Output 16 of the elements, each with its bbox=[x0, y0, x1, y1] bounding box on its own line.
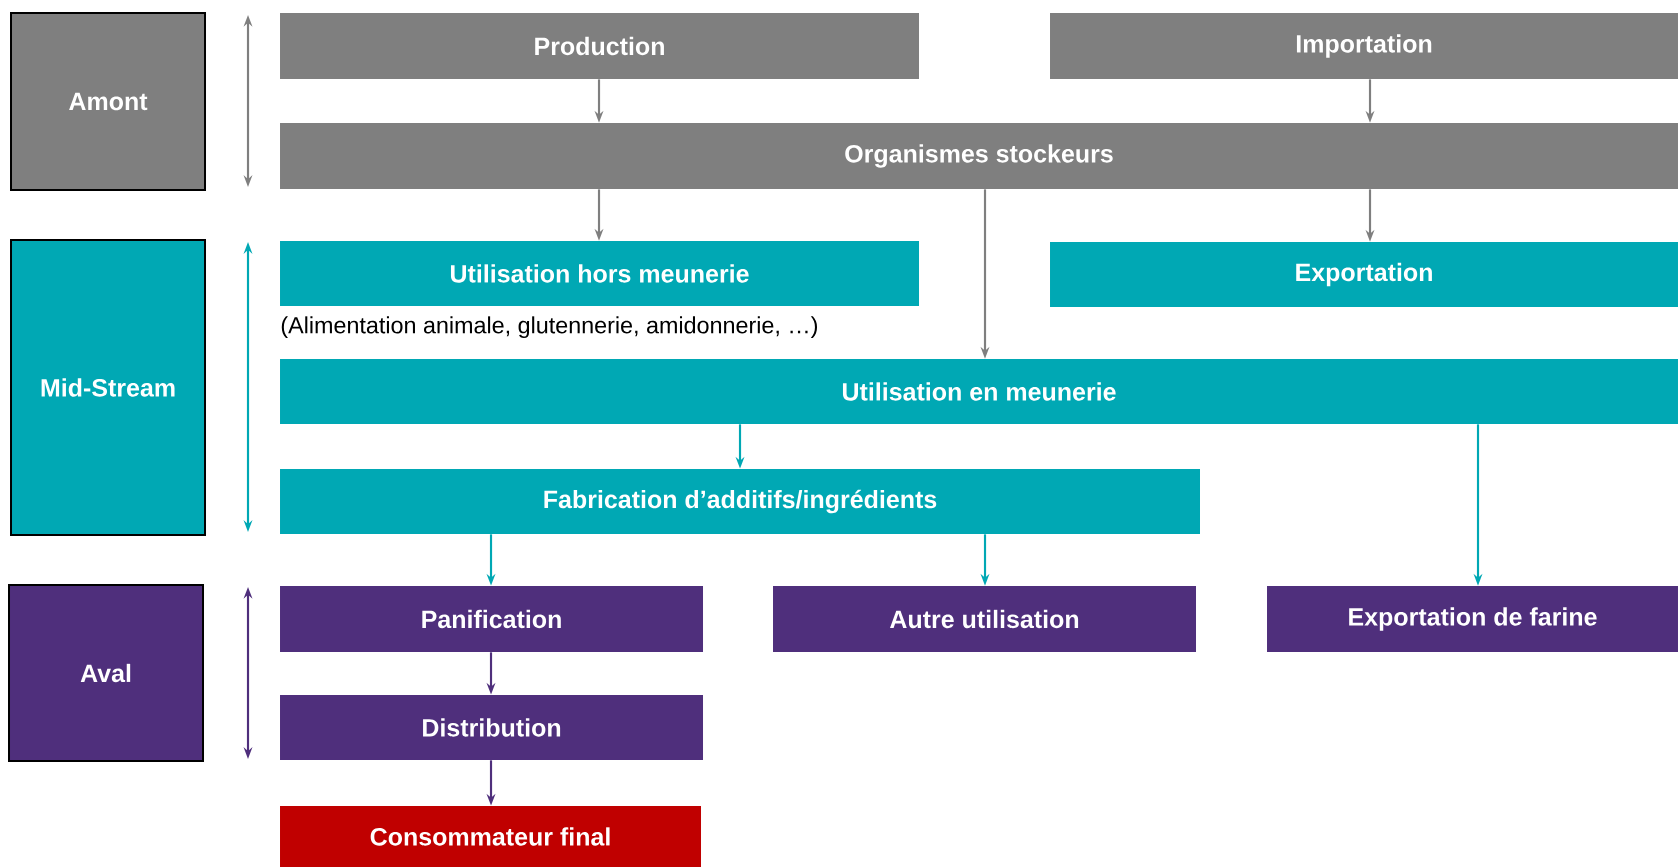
process-box: Exportation de farine bbox=[1267, 586, 1678, 652]
stage-box: Mid-Stream bbox=[10, 239, 206, 536]
process-box: Exportation bbox=[1050, 242, 1678, 307]
process-box: Autre utilisation bbox=[773, 586, 1196, 652]
process-box: Organismes stockeurs bbox=[280, 123, 1678, 189]
process-box: Panification bbox=[280, 586, 703, 652]
process-box: Utilisation en meunerie bbox=[280, 359, 1678, 424]
process-box: Fabrication d’additifs/ingrédients bbox=[280, 469, 1200, 534]
process-box: Production bbox=[280, 13, 919, 79]
process-box: Consommateur final bbox=[280, 806, 701, 867]
stage-box: Amont bbox=[10, 12, 206, 191]
process-box: Importation bbox=[1050, 13, 1678, 79]
stage-box: Aval bbox=[8, 584, 204, 762]
note-text: (Alimentation animale, glutennerie, amidonnerie, …) bbox=[281, 316, 817, 339]
process-box: Utilisation hors meunerie bbox=[280, 241, 919, 306]
process-box: Distribution bbox=[280, 695, 703, 760]
